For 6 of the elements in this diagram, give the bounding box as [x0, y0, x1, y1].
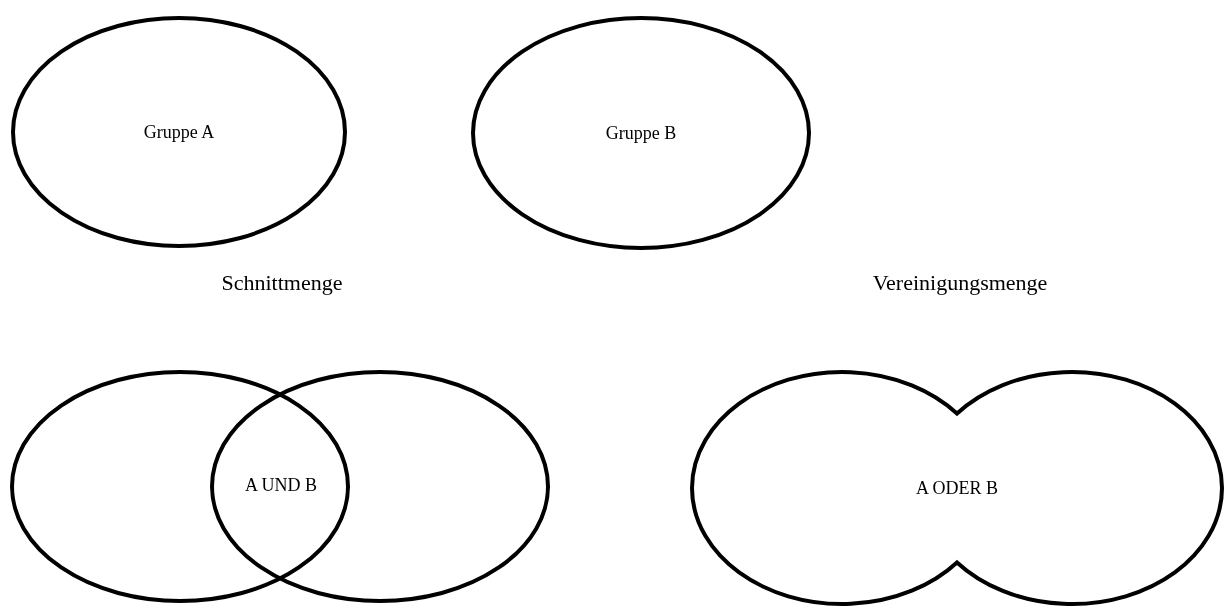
set-label: Gruppe A	[143, 121, 215, 143]
set-heading: Schnittmenge	[221, 270, 343, 296]
set-label: Gruppe B	[605, 122, 677, 144]
intersection-label: A UND B	[245, 474, 317, 496]
set-heading: Vereinigungsmenge	[872, 270, 1048, 296]
set-label: A ODER B	[916, 477, 998, 499]
